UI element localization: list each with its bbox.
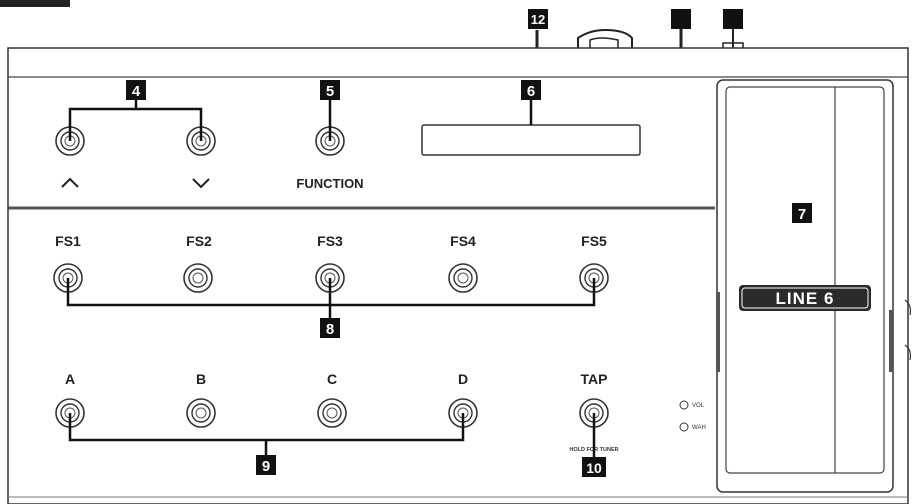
svg-text:7: 7 [798, 206, 806, 223]
function-label: FUNCTION [296, 176, 363, 191]
svg-text:WAH: WAH [692, 425, 706, 431]
footswitch-fs4[interactable] [448, 263, 478, 293]
line6-logo: LINE 6 [739, 285, 871, 311]
svg-text:12: 12 [531, 12, 545, 27]
b-label: B [196, 371, 206, 387]
c-label: C [327, 371, 337, 387]
callout-badge-9: 9 [256, 455, 276, 475]
lcd-display [421, 124, 641, 156]
svg-text:10: 10 [586, 460, 602, 476]
callout-badge-unlabeled-1 [671, 9, 691, 29]
tap-label: TAP [581, 371, 608, 387]
expression-pedal[interactable]: LINE 6 [716, 79, 894, 493]
pedal-treadle[interactable] [725, 86, 885, 474]
side-jack-lower [904, 344, 912, 361]
wah-led: WAH [679, 422, 706, 432]
callout-badge-12: 12 [528, 9, 548, 29]
fs1-label: FS1 [55, 233, 81, 249]
cropped-top-label [0, 0, 70, 7]
footswitch-fs2[interactable] [183, 263, 213, 293]
callout-badge-10: 10 [582, 457, 606, 477]
vol-led: VOL [679, 400, 705, 410]
svg-text:5: 5 [326, 83, 334, 100]
pedal-hinge-right [889, 310, 893, 372]
svg-text:6: 6 [527, 83, 535, 100]
callout-badge-4: 4 [126, 80, 146, 100]
svg-text:8: 8 [326, 321, 334, 338]
top-connectors [535, 28, 744, 48]
up-arrow-icon [61, 177, 79, 188]
footswitch-b[interactable] [186, 398, 216, 428]
callout-badge-6: 6 [521, 80, 541, 100]
fs3-label: FS3 [317, 233, 343, 249]
footswitch-c[interactable] [317, 398, 347, 428]
callout-badge-unlabeled-2 [723, 9, 743, 29]
fs4-label: FS4 [450, 233, 476, 249]
down-arrow-icon [192, 178, 210, 189]
svg-text:9: 9 [262, 458, 270, 475]
callout-badge-8: 8 [320, 318, 340, 338]
fs5-label: FS5 [581, 233, 607, 249]
side-jack-upper [904, 299, 912, 316]
fs2-label: FS2 [186, 233, 212, 249]
callout-badge-7: 7 [792, 203, 812, 223]
svg-text:4: 4 [132, 83, 141, 100]
svg-text:LINE 6: LINE 6 [776, 289, 835, 308]
svg-text:VOL: VOL [692, 403, 705, 409]
callout-badge-5: 5 [320, 80, 340, 100]
a-label: A [65, 371, 75, 387]
d-label: D [458, 371, 468, 387]
pedal-hinge-left [716, 292, 720, 372]
callout-lines [66, 97, 596, 458]
